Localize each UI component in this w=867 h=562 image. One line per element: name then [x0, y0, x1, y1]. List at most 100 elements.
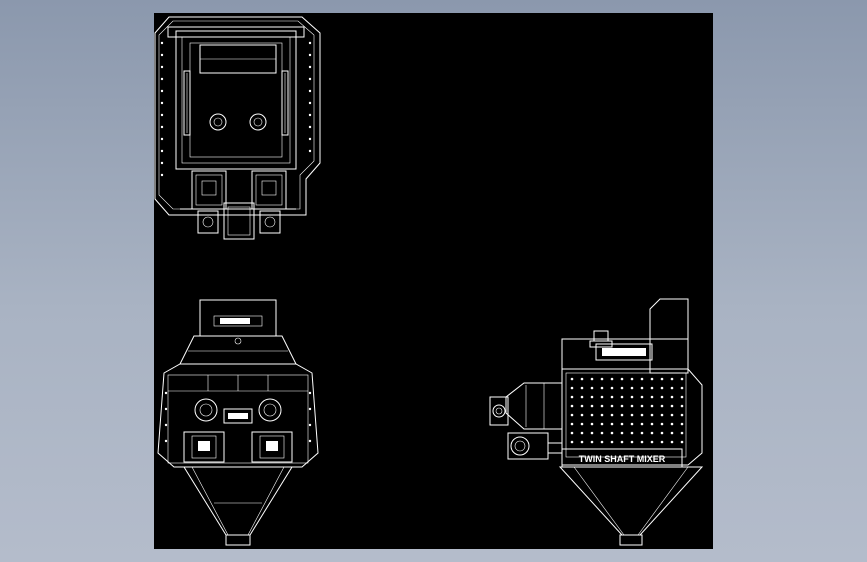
perforation-dot: [640, 422, 644, 426]
perforation-dot: [580, 395, 584, 399]
perforation-dot: [570, 395, 574, 399]
perforation-dot: [600, 440, 604, 444]
perforation-dot: [620, 413, 624, 417]
side-view: TWIN SHAFT MIXER: [489, 298, 704, 546]
perforation-dot: [600, 431, 604, 435]
perforation-dot: [680, 404, 684, 408]
perforation-dot: [620, 431, 624, 435]
cad-drawing: TWIN SHAFT MIXER: [154, 16, 704, 546]
perforation-dot: [640, 413, 644, 417]
perforation-dot: [660, 395, 664, 399]
perforation-dot: [590, 422, 594, 426]
perforation-dot: [660, 413, 664, 417]
perforation-dot: [580, 377, 584, 381]
perforation-dot: [570, 404, 574, 408]
perforation-dot: [580, 386, 584, 390]
perforation-dot: [620, 404, 624, 408]
perforation-dot: [650, 377, 654, 381]
perforation-dot: [570, 440, 574, 444]
perforation-dot: [680, 431, 684, 435]
perforation-dot: [670, 377, 674, 381]
perforation-dot: [590, 413, 594, 417]
perforation-dot: [630, 422, 634, 426]
perforation-dot: [620, 422, 624, 426]
perforation-dot: [650, 440, 654, 444]
perforation-dot: [620, 386, 624, 390]
perforation-dot: [590, 395, 594, 399]
perforation-dot: [570, 386, 574, 390]
perforation-dot: [570, 413, 574, 417]
perforation-dot: [580, 404, 584, 408]
perforation-dot: [610, 431, 614, 435]
perforation-dot: [600, 377, 604, 381]
perforation-dot: [680, 386, 684, 390]
perforation-dot: [660, 386, 664, 390]
perforation-dot: [670, 395, 674, 399]
perforation-dot: [660, 377, 664, 381]
perforation-dot: [680, 395, 684, 399]
perforation-dot: [650, 431, 654, 435]
perforation-dot: [590, 386, 594, 390]
perforation-dot: [630, 395, 634, 399]
perforation-dot: [600, 404, 604, 408]
perforation-dot: [570, 422, 574, 426]
perforation-dot: [620, 377, 624, 381]
perforation-dot: [650, 422, 654, 426]
perforation-dot: [590, 377, 594, 381]
perforation-dot: [670, 386, 674, 390]
perforation-dot: [600, 386, 604, 390]
perforation-dot: [640, 440, 644, 444]
perforation-dot: [630, 413, 634, 417]
perforation-dot: [650, 413, 654, 417]
perforation-dot: [630, 386, 634, 390]
perforation-dot: [580, 413, 584, 417]
perforation-dot: [630, 377, 634, 381]
perforation-dot: [580, 422, 584, 426]
perforation-dot: [640, 386, 644, 390]
perforation-dot: [590, 404, 594, 408]
perforation-dot: [640, 431, 644, 435]
perforation-dot: [670, 413, 674, 417]
perforation-dot: [670, 422, 674, 426]
perforation-dot: [630, 404, 634, 408]
perforation-dot: [580, 440, 584, 444]
front-view: [157, 299, 319, 546]
drawing-sheet: TWIN SHAFT MIXER: [154, 13, 713, 549]
perforation-dot: [630, 440, 634, 444]
perforation-dot: [660, 440, 664, 444]
top-view-bolts-right: [308, 41, 312, 153]
top-view: [154, 16, 321, 240]
perforation-dot: [670, 440, 674, 444]
perforation-dot: [650, 404, 654, 408]
perforation-dot: [570, 377, 574, 381]
perforation-dot: [590, 440, 594, 444]
top-view-bolts-left: [160, 41, 164, 177]
perforation-dot: [610, 440, 614, 444]
perforation-dot: [660, 422, 664, 426]
perforation-dot: [620, 440, 624, 444]
perforation-dot: [620, 395, 624, 399]
perforation-dot: [600, 413, 604, 417]
perforation-dot: [590, 431, 594, 435]
perforation-dot: [650, 386, 654, 390]
perforation-dot: [630, 431, 634, 435]
twin-shaft-mixer-label: TWIN SHAFT MIXER: [579, 454, 666, 464]
perforation-dot: [640, 377, 644, 381]
perforation-dot: [610, 377, 614, 381]
perforation-dot: [680, 413, 684, 417]
perforation-dot: [600, 395, 604, 399]
perforation-dot: [670, 431, 674, 435]
perforation-dot: [600, 422, 604, 426]
perforation-dot: [680, 440, 684, 444]
perforation-grid: [570, 377, 684, 444]
perforation-dot: [610, 395, 614, 399]
perforation-dot: [610, 413, 614, 417]
perforation-dot: [650, 395, 654, 399]
perforation-dot: [610, 386, 614, 390]
perforation-dot: [580, 431, 584, 435]
perforation-dot: [680, 422, 684, 426]
perforation-dot: [570, 431, 574, 435]
perforation-dot: [660, 404, 664, 408]
perforation-dot: [610, 404, 614, 408]
perforation-dot: [660, 431, 664, 435]
